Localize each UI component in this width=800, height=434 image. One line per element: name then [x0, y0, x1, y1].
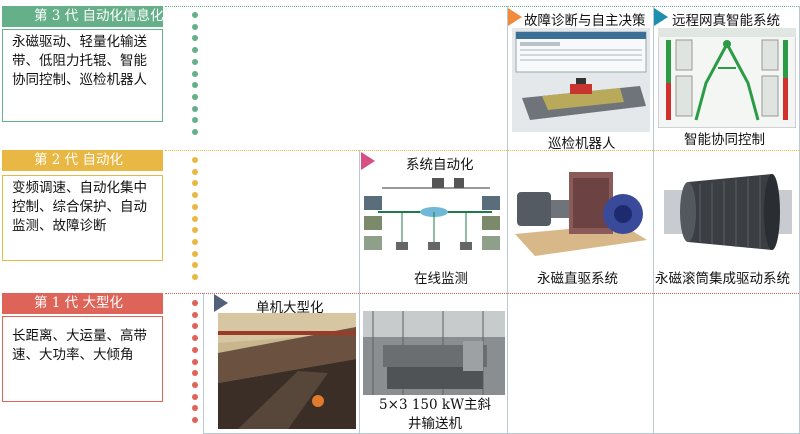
timeline-dot	[192, 157, 198, 163]
timeline-dot	[192, 23, 198, 30]
timeline-dot	[192, 300, 198, 306]
pm-drum-caption: 永磁滚筒集成驱动系统	[655, 271, 790, 287]
generation-1-description: 长距离、大运量、高带速、大功率、大倾角	[2, 316, 163, 402]
arrow-marker-icon	[214, 294, 228, 312]
timeline-dot	[192, 381, 198, 388]
main-incline-image	[363, 311, 505, 395]
system-automation-title: 系统自动化	[406, 157, 474, 173]
generation-2-description: 变频调速、自动化集中控制、综合保护、自动监测、故障诊断	[2, 175, 163, 261]
inspection-robot-image	[512, 28, 650, 132]
inspection-robot-caption: 巡检机器人	[548, 136, 616, 152]
timeline-dot	[192, 117, 198, 124]
timeline-dot	[192, 93, 198, 100]
pm-drum-image	[660, 164, 796, 262]
single-machine-image	[218, 313, 356, 429]
pm-direct-drive-caption: 永磁直驱系统	[537, 271, 618, 287]
remote-sim-title: 远程网真智能系统	[672, 13, 780, 29]
generation-1-tab: 第 1 代 大型化	[2, 293, 163, 314]
timeline-dot	[192, 405, 198, 412]
online-monitoring-caption: 在线监测	[414, 271, 468, 287]
separator-gen1	[165, 293, 799, 294]
single-machine-title: 单机大型化	[256, 300, 324, 316]
timeline-dot	[192, 47, 198, 54]
timeline-dot	[192, 323, 198, 330]
timeline-dot	[192, 227, 198, 234]
separator-gen3	[165, 6, 799, 7]
timeline-dot	[192, 82, 198, 89]
generation-3-tab: 第 3 代 自动化信息化	[2, 6, 163, 27]
timeline-dots-gen2	[192, 157, 198, 287]
timeline-dot	[192, 346, 198, 353]
separator-gen2	[165, 150, 799, 151]
timeline-dot	[192, 311, 198, 318]
timeline-dot	[192, 262, 198, 269]
fault-diagnosis-title: 故障诊断与自主决策	[524, 13, 646, 29]
grid-line	[653, 6, 654, 433]
arrow-marker-icon	[508, 8, 522, 26]
timeline-dot	[192, 168, 198, 175]
timeline-dots-gen3	[192, 12, 198, 142]
timeline-dot	[192, 35, 198, 42]
grid-line	[507, 6, 508, 433]
grid-line	[359, 150, 360, 433]
timeline-dot	[192, 417, 198, 423]
timeline-dot	[192, 192, 198, 199]
timeline-dot	[192, 58, 198, 65]
timeline-dot	[192, 250, 198, 257]
timeline-dot	[192, 70, 198, 77]
main-incline-caption: 5×3 150 kW主斜井输送机	[379, 397, 491, 432]
arrow-marker-icon	[361, 152, 375, 170]
generation-3-description: 永磁驱动、轻量化输送带、低阻力托辊、智能协同控制、巡检机器人	[2, 29, 163, 122]
arrow-marker-icon	[654, 8, 668, 26]
timeline-dot	[192, 129, 198, 135]
timeline-dot	[192, 274, 198, 280]
timeline-dot	[192, 215, 198, 222]
timeline-dot	[192, 105, 198, 112]
timeline-dot	[192, 238, 198, 245]
timeline-dot	[192, 203, 198, 210]
timeline-dot	[192, 335, 198, 342]
grid-line	[203, 293, 204, 433]
pm-direct-drive-image	[511, 164, 650, 262]
timeline-dot	[192, 358, 198, 365]
timeline-dot	[192, 12, 198, 18]
timeline-dot	[192, 393, 198, 400]
generation-2-tab: 第 2 代 自动化	[2, 150, 163, 171]
timeline-dot	[192, 370, 198, 377]
timeline-dots-gen1	[192, 300, 198, 430]
coordinated-control-image	[658, 28, 796, 128]
online-monitoring-image	[362, 172, 504, 264]
timeline-dot	[192, 180, 198, 187]
coordinated-control-caption: 智能协同控制	[684, 132, 765, 148]
